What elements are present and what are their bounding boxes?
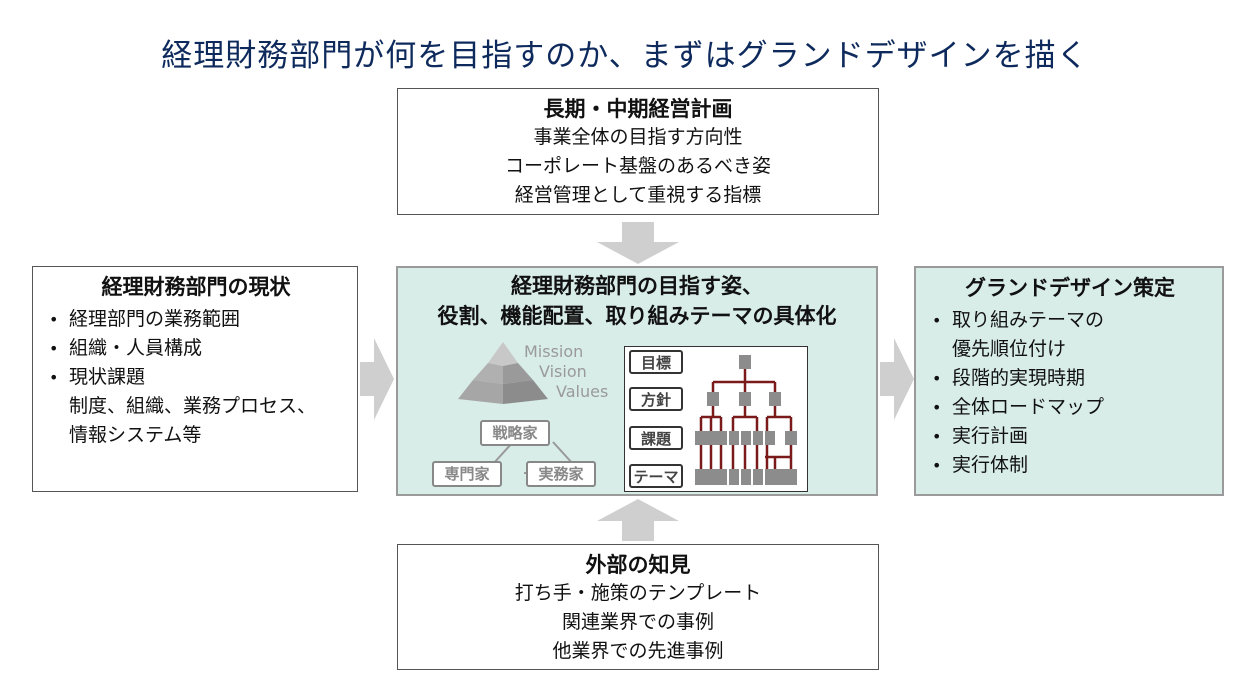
right-arrow-icon (880, 338, 914, 420)
top-box-line: 事業全体の目指す方向性 (533, 126, 743, 148)
org-chart-panel: 目標 方針 課題 テーマ (624, 346, 808, 492)
right-box-item: 段階的実現時期 (932, 364, 1216, 393)
pyramid-label-mission: Mission (524, 342, 584, 361)
right-box-item: 実行計画 (932, 422, 1216, 451)
bottom-box-line: 打ち手・施策のテンプレート (514, 582, 762, 604)
bottom-box-line: 他業界での先進事例 (552, 640, 724, 662)
role-specialist: 専門家 (432, 461, 502, 487)
right-arrow-icon (360, 338, 394, 420)
top-box-title: 長期・中期経営計画 (543, 97, 733, 121)
top-box-line: コーポレート基盤のあるべき姿 (504, 155, 771, 177)
pyramid-label-values: Values (556, 382, 609, 401)
up-arrow-icon (597, 499, 679, 541)
org-tag-theme: テーマ (629, 464, 683, 488)
left-box-item: 組織・人員構成 (49, 334, 351, 363)
left-box-subline: 制度、組織、業務プロセス、 (69, 395, 317, 417)
top-box: 長期・中期経営計画 事業全体の目指す方向性 コーポレート基盤のあるべき姿 経営管… (397, 88, 879, 215)
org-tag-goal: 目標 (629, 350, 683, 374)
right-box-item: 全体ロードマップ (932, 393, 1216, 422)
bottom-box-line: 関連業界での事例 (561, 611, 714, 633)
org-tag-issue: 課題 (629, 426, 683, 450)
left-box-item: 経理部門の業務範囲 (49, 305, 351, 334)
left-box: 経理財務部門の現状 経理部門の業務範囲 組織・人員構成 現状課題 制度、組織、業… (32, 266, 358, 492)
page-title: 経理財務部門が何を目指すのか、まずはグランドデザインを描く (161, 38, 1089, 74)
center-box-title-line1: 経理財務部門の目指す姿、 (511, 274, 763, 298)
right-box-item: 取り組みテーマの (932, 306, 1216, 335)
org-tree-diagram (695, 355, 797, 485)
down-arrow-icon (597, 222, 679, 264)
right-box: グランドデザイン策定 取り組みテーマの 優先順位付け 段階的実現時期 全体ロード… (914, 266, 1224, 496)
right-box-item-cont: 優先順位付け (952, 338, 1067, 360)
role-practitioner: 実務家 (526, 461, 596, 487)
right-box-item: 実行体制 (932, 451, 1216, 480)
left-box-subline: 情報システム等 (69, 424, 202, 446)
pyramid-label-vision: Vision (539, 362, 587, 381)
right-box-title: グランドデザイン策定 (965, 276, 1175, 300)
pyramid-icon (458, 342, 548, 404)
bottom-box: 外部の知見 打ち手・施策のテンプレート 関連業界での事例 他業界での先進事例 (397, 544, 879, 670)
center-box-title-line2: 役割、機能配置、取り組みテーマの具体化 (437, 304, 837, 328)
center-box: 経理財務部門の目指す姿、 役割、機能配置、取り組みテーマの具体化 Mission… (396, 266, 878, 496)
left-box-title: 経理財務部門の現状 (101, 275, 291, 299)
bottom-box-title: 外部の知見 (585, 553, 691, 577)
top-box-line: 経営管理として重視する指標 (514, 184, 762, 206)
org-tag-policy: 方針 (629, 387, 683, 411)
role-strategist: 戦略家 (480, 420, 550, 446)
left-box-item: 現状課題 (49, 363, 351, 392)
